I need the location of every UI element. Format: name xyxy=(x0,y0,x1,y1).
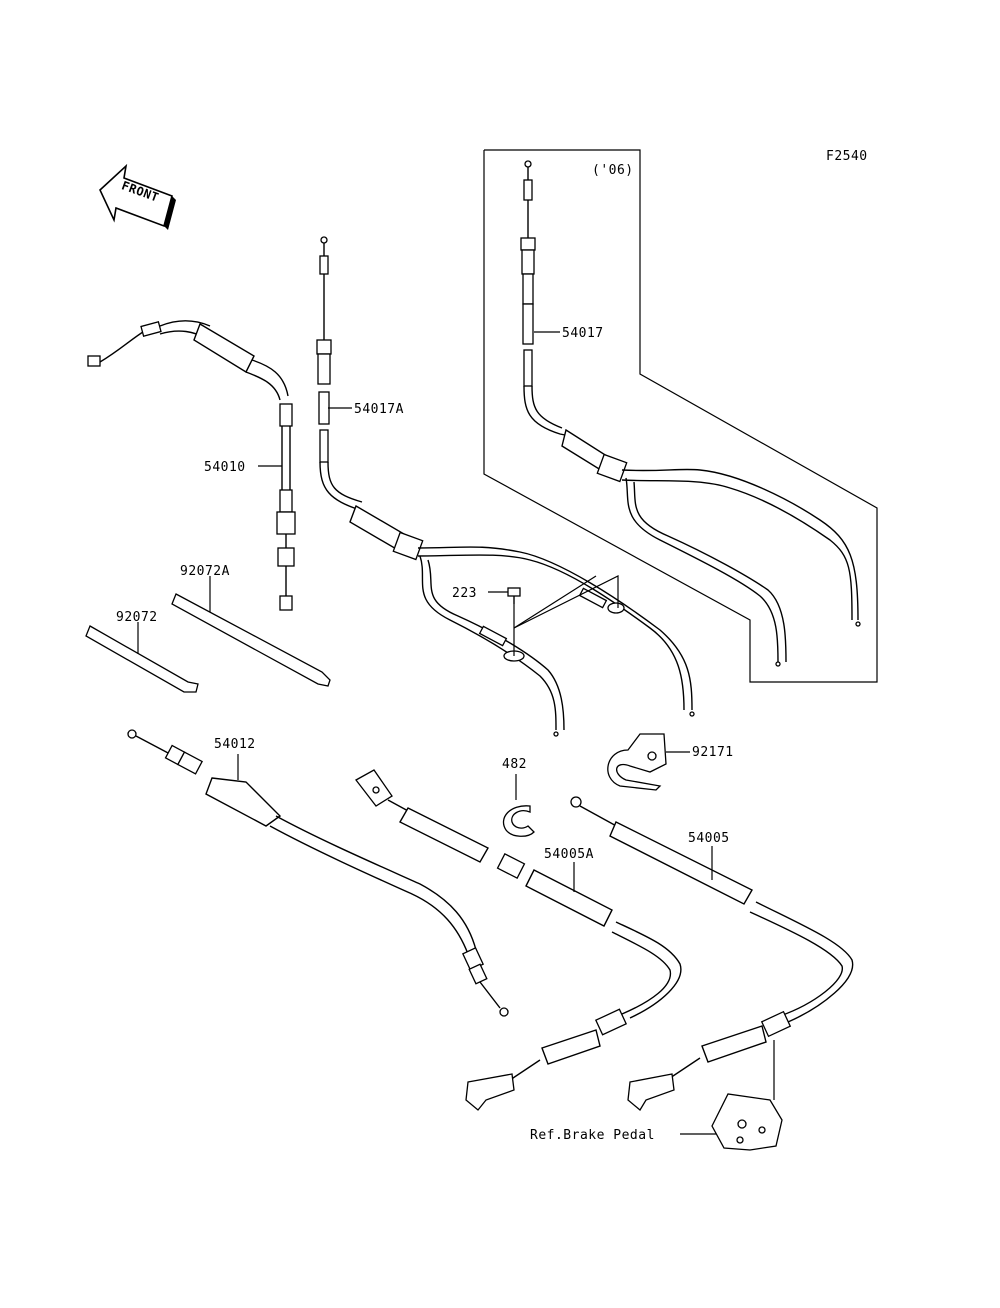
bracket-92171 xyxy=(607,733,690,791)
inset-box: ('06) xyxy=(483,149,878,683)
cable-54005A xyxy=(355,769,682,1111)
label-92072: 92072 xyxy=(116,610,158,625)
cable-54012 xyxy=(127,729,509,1017)
label-54010: 54010 xyxy=(204,460,246,475)
screw-223 xyxy=(488,575,619,656)
label-54005: 54005 xyxy=(688,831,730,846)
cable-54017A xyxy=(316,236,695,737)
brake-pedal-bracket xyxy=(680,1040,783,1151)
cable-54017 xyxy=(520,160,861,667)
tie-92072 xyxy=(85,622,199,693)
tie-92072A xyxy=(171,576,331,687)
label-54012: 54012 xyxy=(214,737,256,752)
label-223: 223 xyxy=(452,586,477,601)
label-92171: 92171 xyxy=(692,745,734,760)
cable-54010 xyxy=(87,320,296,611)
label-482: 482 xyxy=(502,757,527,772)
label-92072A: 92072A xyxy=(180,564,230,579)
label-54017A: 54017A xyxy=(354,402,404,417)
label-54005A: 54005A xyxy=(544,847,594,862)
label-54017: 54017 xyxy=(562,326,604,341)
cable-54005 xyxy=(570,796,854,1111)
figure-code: F2540 xyxy=(826,149,868,164)
clip-482 xyxy=(502,774,535,837)
inset-label: ('06) xyxy=(592,163,634,178)
ref-brake-pedal-label: Ref.Brake Pedal xyxy=(530,1128,655,1143)
front-arrow-icon: FRONT xyxy=(99,163,176,230)
